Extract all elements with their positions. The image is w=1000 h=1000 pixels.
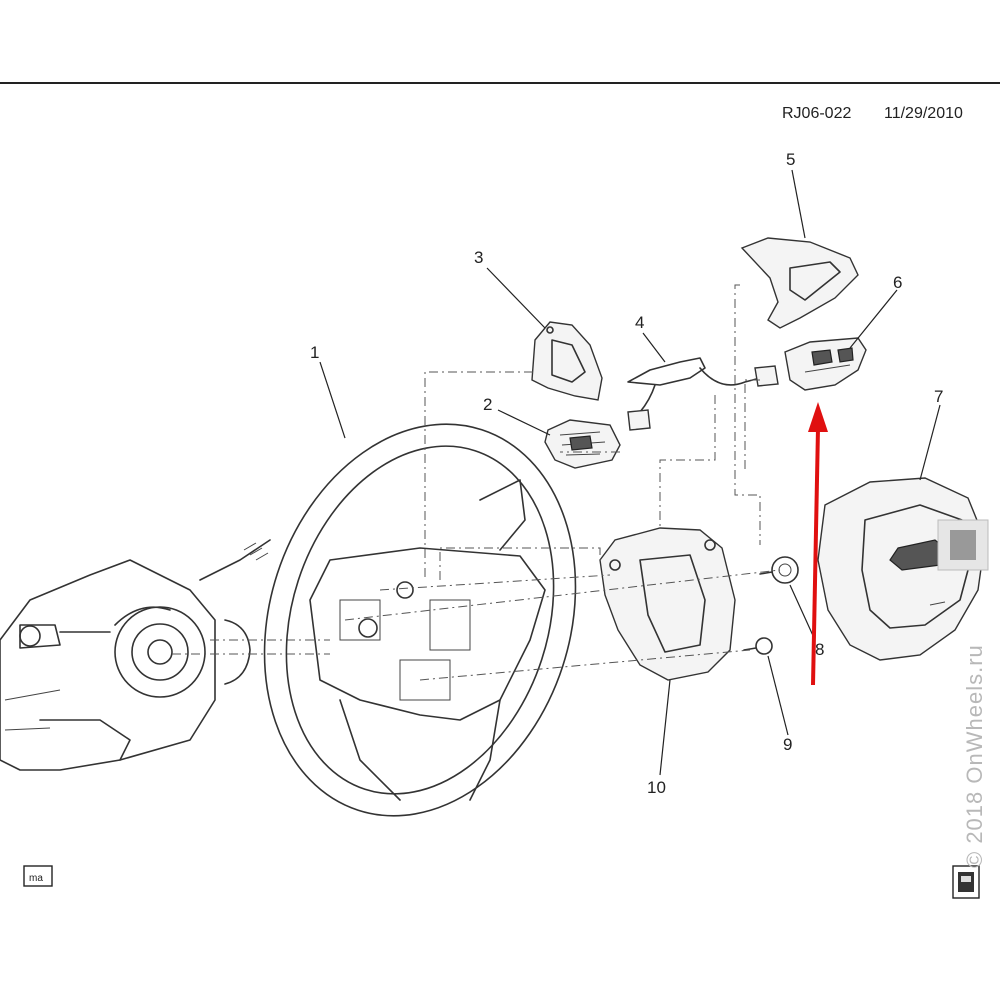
- callout-1: 1: [310, 343, 319, 362]
- watermark-text: © 2018 OnWheels.ru: [962, 644, 987, 868]
- watermark-badge-icon: [937, 519, 989, 571]
- fastener-part-8: [759, 556, 799, 584]
- alignment-lines-parts: [344, 284, 781, 681]
- leader-lines: [319, 169, 941, 776]
- switch-part-2: [544, 419, 621, 469]
- alignment-lines-column: [172, 639, 330, 655]
- callout-7: 7: [934, 387, 943, 406]
- bezel-part-3: [531, 321, 603, 401]
- switch-part-6: [784, 337, 867, 391]
- corner-icon-right: [952, 865, 980, 899]
- ref-code: RJ06-022: [782, 105, 851, 122]
- callout-2: 2: [483, 395, 492, 414]
- ref-date: 11/29/2010: [884, 105, 963, 122]
- steering-wheel-part-1: [263, 423, 577, 817]
- steering-column: [0, 539, 271, 771]
- svg-text:ma: ma: [29, 873, 43, 884]
- corner-icon-left: ma: [23, 865, 53, 887]
- callout-3: 3: [474, 248, 483, 267]
- back-cover-part-10: [599, 527, 736, 681]
- callout-5: 5: [786, 150, 795, 169]
- callout-6: 6: [893, 273, 902, 292]
- wiring-harness-part-4: [627, 357, 779, 431]
- callout-labels: 1 2 3 4 5 6 7 8 9 10: [310, 150, 943, 797]
- callout-4: 4: [635, 313, 644, 332]
- highlight-arrow: [808, 402, 828, 686]
- bezel-part-5: [740, 237, 859, 329]
- bolt-part-9: [743, 637, 773, 655]
- callout-8: 8: [815, 640, 824, 659]
- callout-9: 9: [783, 735, 792, 754]
- callout-10: 10: [647, 778, 666, 797]
